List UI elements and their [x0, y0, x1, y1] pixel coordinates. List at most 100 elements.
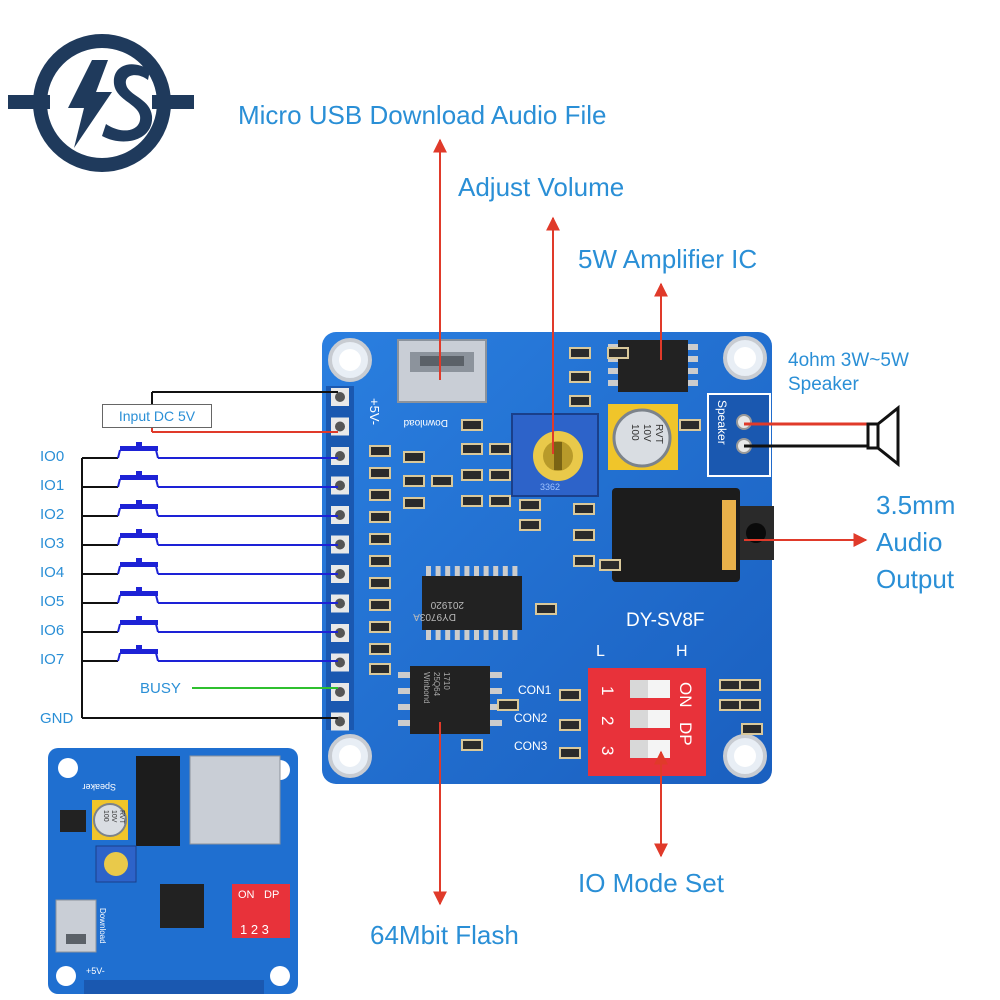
chip-label-1: 201920 — [430, 599, 464, 610]
micro-usb-port — [397, 339, 487, 403]
audio-out-callout-line2: Audio — [876, 527, 943, 557]
smd-resistor — [573, 529, 595, 541]
smd-resistor — [369, 467, 391, 479]
io-button-wire — [82, 587, 338, 604]
header-pin — [331, 565, 349, 583]
smd-resistor — [403, 451, 425, 463]
con2-label: CON2 — [514, 711, 548, 725]
download-label: Download — [404, 417, 448, 428]
smd-resistor — [559, 719, 581, 731]
smd-resistor — [403, 497, 425, 509]
thumb-header-label: +5V- — [86, 966, 105, 976]
io-button-wire — [82, 500, 338, 517]
audio-out-callout-line1: 3.5mm — [876, 490, 956, 520]
smd-resistor — [599, 559, 621, 571]
switch-high-label: H — [676, 643, 688, 660]
smd-resistor — [369, 533, 391, 545]
smd-resistor — [369, 555, 391, 567]
io-label-7: IO7 — [40, 651, 65, 668]
smd-resistor — [569, 395, 591, 407]
flash-label-1: Winbond — [422, 672, 431, 704]
smd-resistor — [519, 519, 541, 531]
smd-resistor — [739, 699, 761, 711]
smd-resistor — [573, 555, 595, 567]
smd-components — [369, 347, 763, 759]
io-label-4: IO4 — [40, 564, 65, 581]
smd-resistor — [607, 347, 629, 359]
smd-resistor — [559, 747, 581, 759]
smd-resistor — [461, 419, 483, 431]
dip-num-2: 2 — [598, 716, 617, 725]
smd-resistor — [369, 621, 391, 633]
thumbnail-board: ON DP 1 2 3 +5V- Speaker Download 100 10… — [48, 748, 298, 994]
smd-resistor — [461, 495, 483, 507]
usb-callout: Micro USB Download Audio File — [238, 100, 607, 130]
dip-on-label: ON — [676, 682, 695, 708]
pot-label: 3362 — [540, 482, 560, 492]
header-pin — [331, 594, 349, 613]
input-dc-label: Input DC 5V — [102, 404, 212, 428]
io-button-wire — [82, 529, 338, 546]
smd-resistor — [573, 503, 595, 515]
io-label-5: IO5 — [40, 593, 65, 610]
smd-resistor — [489, 495, 511, 507]
mounting-hole — [723, 734, 767, 778]
smd-resistor — [519, 499, 541, 511]
amp-callout: 5W Amplifier IC — [578, 244, 758, 274]
thumb-speaker-label: Speaker — [82, 782, 116, 792]
header-label: +5V- — [367, 398, 382, 425]
smd-resistor — [719, 699, 741, 711]
flash-label-3: 1710 — [442, 672, 451, 690]
brand-logo — [8, 34, 194, 172]
dip-dp-label: DP — [676, 722, 695, 746]
speaker-terminal — [707, 393, 771, 477]
header-pin — [331, 388, 349, 406]
chip-label-2: DY9703A — [413, 611, 456, 622]
smd-resistor — [497, 699, 519, 711]
io-label-3: IO3 — [40, 535, 65, 552]
io-button-wire — [82, 442, 338, 459]
speaker-terminal-label: Speaker — [715, 400, 729, 445]
smd-resistor — [719, 679, 741, 691]
board-model-label: DY-SV8F — [626, 610, 705, 631]
speaker-callout-line2: Speaker — [788, 374, 859, 395]
amplifier-ic — [608, 340, 698, 392]
io-button-wire — [82, 645, 338, 662]
header-pin — [331, 624, 349, 642]
pcb-board: +5V- Download 3362 100 — [322, 332, 774, 784]
electrolytic-capacitor: 100 10V RVT — [608, 404, 678, 470]
dip-num-1: 1 — [598, 686, 617, 695]
header-pin — [331, 535, 349, 554]
smd-resistor — [489, 443, 511, 455]
thumb-cap-label-1: 100 — [102, 810, 109, 822]
switch-low-label: L — [596, 643, 605, 660]
busy-label: BUSY — [140, 680, 181, 697]
header-pin — [331, 447, 349, 465]
io-label-0: IO0 — [40, 448, 65, 465]
smd-resistor — [559, 689, 581, 701]
smd-resistor — [741, 723, 763, 735]
smd-resistor — [369, 663, 391, 675]
decoder-chip: 201920 DY9703A — [413, 566, 522, 640]
io-button-wire — [82, 471, 338, 488]
smd-resistor — [369, 577, 391, 589]
mounting-hole — [723, 336, 767, 380]
cap-label-3: RVT — [653, 424, 664, 444]
thumb-dip-nums: 1 2 3 — [240, 922, 269, 937]
volume-callout: Adjust Volume — [458, 172, 625, 202]
io-mode-callout: IO Mode Set — [578, 868, 724, 898]
mounting-hole — [328, 734, 372, 778]
smd-resistor — [569, 371, 591, 383]
con1-label: CON1 — [518, 683, 552, 697]
smd-resistor — [679, 419, 701, 431]
cap-label-2: 10V — [641, 424, 652, 442]
gnd-label: GND — [40, 710, 74, 727]
smd-resistor — [431, 475, 453, 487]
smd-resistor — [569, 347, 591, 359]
pin-header — [326, 386, 354, 731]
speaker-callout-line1: 4ohm 3W~5W — [788, 350, 909, 371]
thumb-dip-on: ON — [238, 889, 255, 901]
cap-label-1: 100 — [629, 424, 640, 441]
smd-resistor — [369, 445, 391, 457]
